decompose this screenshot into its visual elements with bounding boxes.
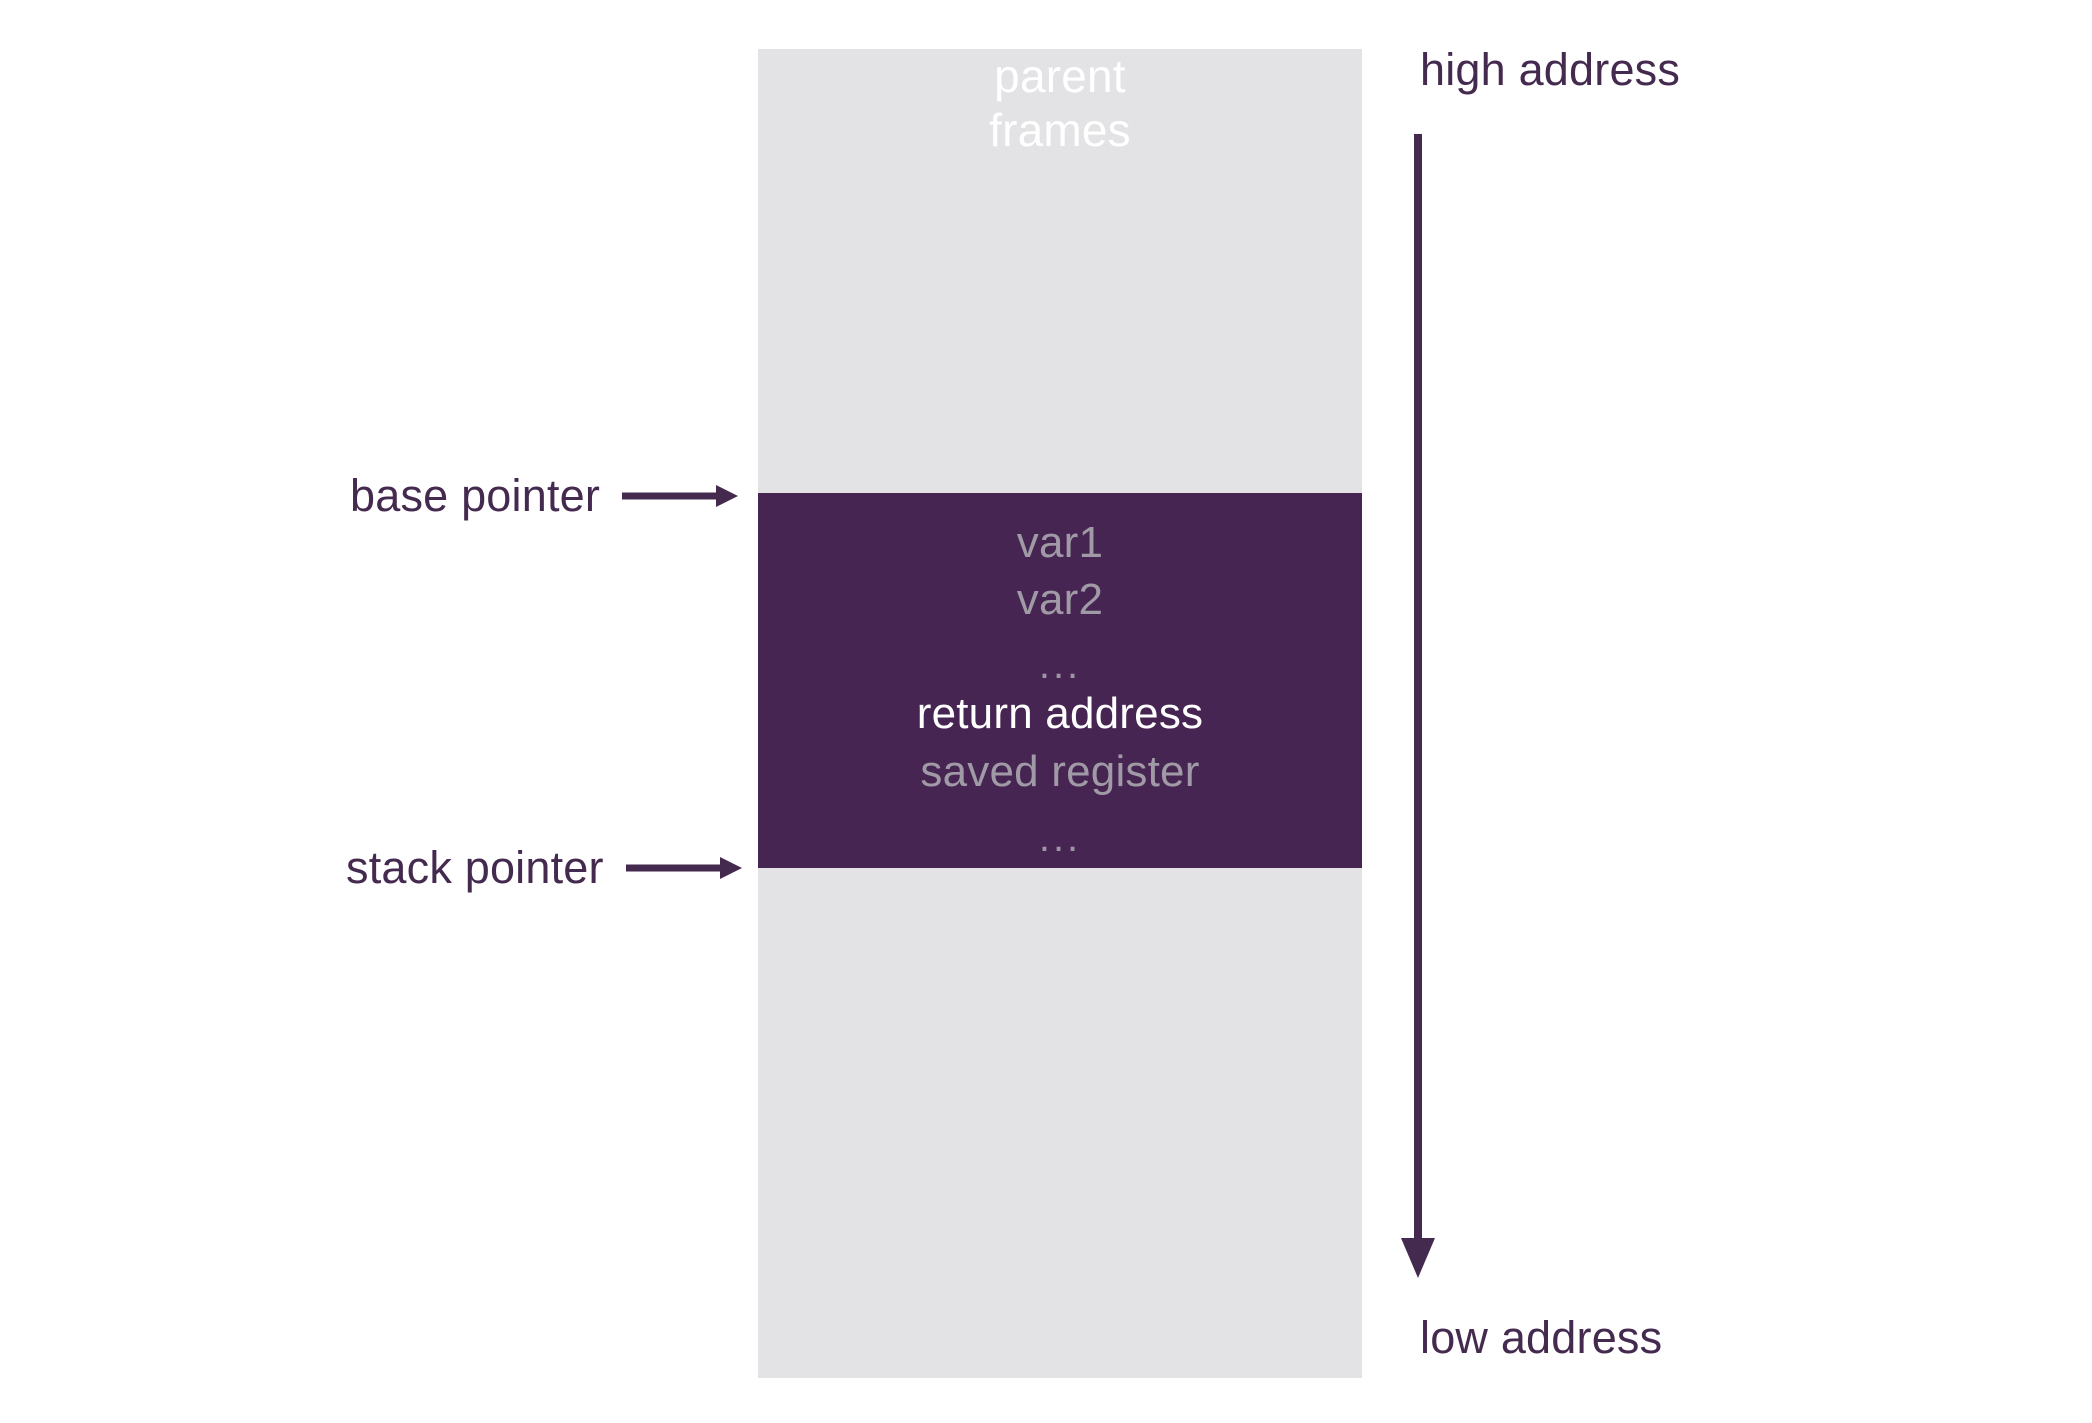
frame-entry-return-address: return address — [916, 689, 1204, 738]
stack-pointer-annotation: stack pointer — [346, 840, 742, 896]
stack-memory-column: parent frames var1 var2 ... return addre… — [758, 49, 1362, 1378]
address-direction-arrow-icon — [1401, 134, 1435, 1278]
base-pointer-arrow-icon — [622, 485, 739, 507]
stack-pointer-label: stack pointer — [346, 842, 604, 893]
parent-frames-line-1: parent — [994, 50, 1126, 102]
parent-frames-label: parent frames — [758, 49, 1362, 157]
parent-frames-region: parent frames — [758, 49, 1362, 493]
base-pointer-annotation: base pointer — [350, 468, 739, 524]
low-address-label: low address — [1420, 1312, 1663, 1363]
high-address-label: high address — [1420, 44, 1681, 95]
frame-entry-ellipsis-lower: ... — [1038, 816, 1082, 860]
current-frame-region: var1 var2 ... return address saved regis… — [758, 493, 1362, 868]
parent-frames-line-2: frames — [989, 104, 1131, 156]
base-pointer-label: base pointer — [350, 470, 601, 521]
frame-entry-ellipsis-upper: ... — [1038, 643, 1082, 687]
stack-pointer-arrow-icon — [625, 857, 742, 879]
frame-entry-saved-register: saved register — [920, 747, 1200, 796]
frame-entry-var2: var2 — [1016, 575, 1104, 624]
frame-entry-var1: var1 — [1016, 518, 1104, 567]
